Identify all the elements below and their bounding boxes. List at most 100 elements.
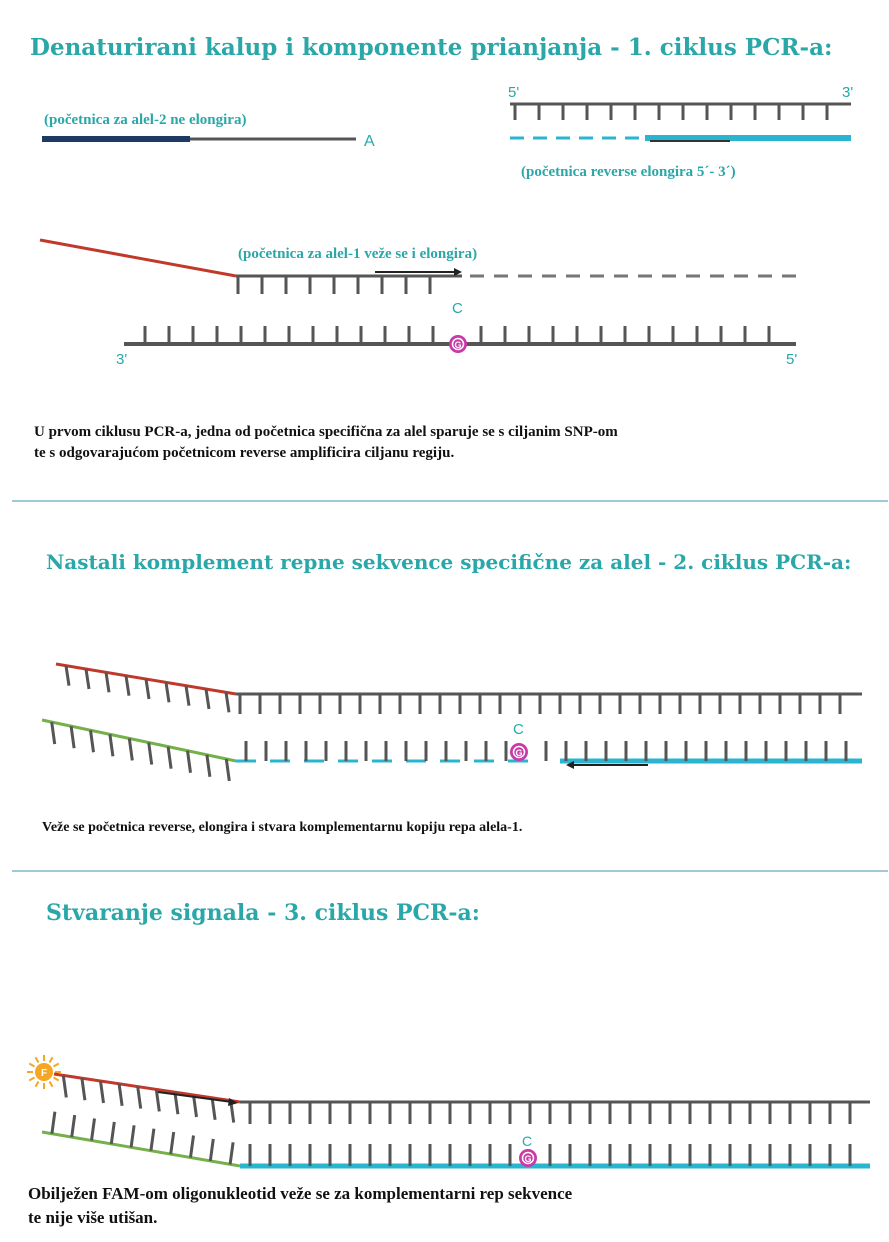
sun-ray [34, 1081, 40, 1088]
c2-green-tail [41, 718, 237, 763]
c2-top-teeth [238, 694, 842, 714]
section1-caption-line2: te s odgovarajućom početnicom reverse am… [34, 445, 455, 461]
c3-snp-g-label: G [524, 1154, 531, 1164]
base-c-label: C [452, 300, 463, 317]
reverse-note: (početnica reverse elongira 5´- 3´) [521, 164, 736, 180]
strand-tooth [166, 746, 173, 769]
strand-tooth [228, 1142, 235, 1165]
fam-fluorophore-rays [27, 1055, 61, 1089]
reverse-template-teeth [513, 104, 829, 120]
c2-red-tail-teeth [64, 665, 231, 713]
sun-ray [28, 1076, 35, 1082]
strand-tooth [84, 668, 91, 690]
snp-g-label: G [454, 340, 461, 350]
strand-tooth [204, 688, 211, 710]
strand-tooth [136, 1086, 143, 1109]
strand-tooth [90, 1118, 96, 1141]
strand-tooth [129, 1125, 136, 1148]
template-5-label: 5' [786, 351, 797, 368]
section2-heading: Nastali komplement repne sekvence specif… [46, 550, 852, 574]
section1-caption-line1: U prvom ciklusu PCR-a, jedna od početnic… [34, 424, 618, 440]
allele1-primer-teeth [236, 276, 432, 294]
c3-bottom-teeth [248, 1144, 852, 1166]
strand-tooth [164, 682, 171, 703]
strand-tooth [99, 1080, 105, 1104]
allele1-arrow-head [454, 268, 462, 276]
strand-tooth [189, 1135, 195, 1158]
strand-tooth [127, 738, 134, 761]
strand-tooth [61, 1075, 68, 1098]
allele1-tail [39, 238, 237, 278]
fam-fluorophore-icon [35, 1063, 53, 1081]
c3-top-teeth [248, 1102, 852, 1124]
section3-heading: Stvaranje signala - 3. ciklus PCR-a: [46, 900, 480, 926]
divider-2 [12, 870, 888, 872]
allele2-note: (početnica za alel-2 ne elongira) [44, 112, 246, 128]
c3-red-tail [53, 1072, 241, 1104]
divider-1 [12, 500, 888, 502]
fam-fluorophore-label: F [41, 1068, 47, 1079]
c3-snp-g-ring [521, 1151, 535, 1165]
allele1-note: (početnica za alel-1 veže se i elongira) [238, 246, 477, 262]
strand-3-label: 3' [842, 84, 853, 101]
c2-snp-g-marker [510, 743, 528, 761]
strand-tooth [224, 692, 231, 713]
c2-reverse-arrow-head [566, 761, 574, 769]
section3-caption-line1: Obilježen FAM-om oligonukleotid veže se … [28, 1184, 573, 1203]
c3-snp-g-marker [519, 1149, 537, 1167]
sun-ray [53, 1076, 60, 1082]
c3-arrow-head [228, 1098, 238, 1106]
strand-tooth [109, 1121, 116, 1145]
strand-tooth [208, 1138, 215, 1162]
c2-base-c-label: C [513, 721, 524, 738]
c3-arrow-line [157, 1091, 233, 1103]
strand-tooth [117, 1083, 124, 1107]
strand-tooth [124, 675, 131, 696]
strand-tooth [186, 750, 192, 773]
cycle2-diagram: C G [41, 662, 862, 782]
section3-caption-line2: te nije više utišan. [28, 1208, 158, 1227]
template-3-label: 3' [116, 351, 127, 368]
strand-tooth [70, 1114, 77, 1138]
cycle3-diagram: F C G [27, 1055, 870, 1169]
strand-tooth [192, 1094, 198, 1118]
c2-snp-g-label: G [515, 748, 522, 758]
strand-5-label: 5' [508, 84, 519, 101]
c3-green-tail-teeth [50, 1111, 235, 1165]
strand-tooth [50, 721, 57, 745]
c2-green-tail-teeth [50, 721, 231, 782]
sun-ray [28, 1062, 35, 1068]
sun-ray [53, 1062, 60, 1068]
c3-green-tail [41, 1130, 241, 1168]
strand-tooth [80, 1077, 87, 1101]
sun-ray [34, 1056, 40, 1063]
section2-caption: Veže se početnica reverse, elongira i st… [42, 820, 523, 835]
snp-g-marker-ring [451, 337, 465, 351]
strand-tooth [205, 754, 212, 778]
cycle1-diagram: (početnica za alel-2 ne elongira) A 5' 3… [39, 84, 853, 368]
strand-tooth [184, 685, 191, 706]
strand-tooth [210, 1097, 217, 1121]
c2-snp-g-ring [512, 745, 526, 759]
strand-tooth [64, 665, 71, 686]
section1-heading: Denaturirani kalup i komponente prianjan… [30, 34, 833, 61]
strand-tooth [69, 725, 76, 749]
c3-red-tail-teeth [61, 1075, 236, 1123]
sun-ray [48, 1056, 54, 1063]
strand-tooth [154, 1089, 161, 1112]
strand-tooth [144, 678, 151, 700]
strand-tooth [173, 1091, 180, 1115]
c3-base-c-label: C [522, 1133, 532, 1149]
c2-bottom-teeth [244, 741, 848, 761]
strand-tooth [108, 734, 115, 757]
allele2-end-base: A [364, 133, 375, 150]
strand-tooth [149, 1128, 156, 1151]
sun-ray [48, 1081, 54, 1088]
strand-tooth [224, 758, 231, 782]
strand-tooth [50, 1111, 57, 1134]
snp-g-marker [449, 335, 467, 353]
strand-tooth [104, 672, 111, 693]
strand-tooth [147, 742, 154, 765]
strand-tooth [89, 730, 95, 753]
template-teeth [143, 326, 771, 344]
